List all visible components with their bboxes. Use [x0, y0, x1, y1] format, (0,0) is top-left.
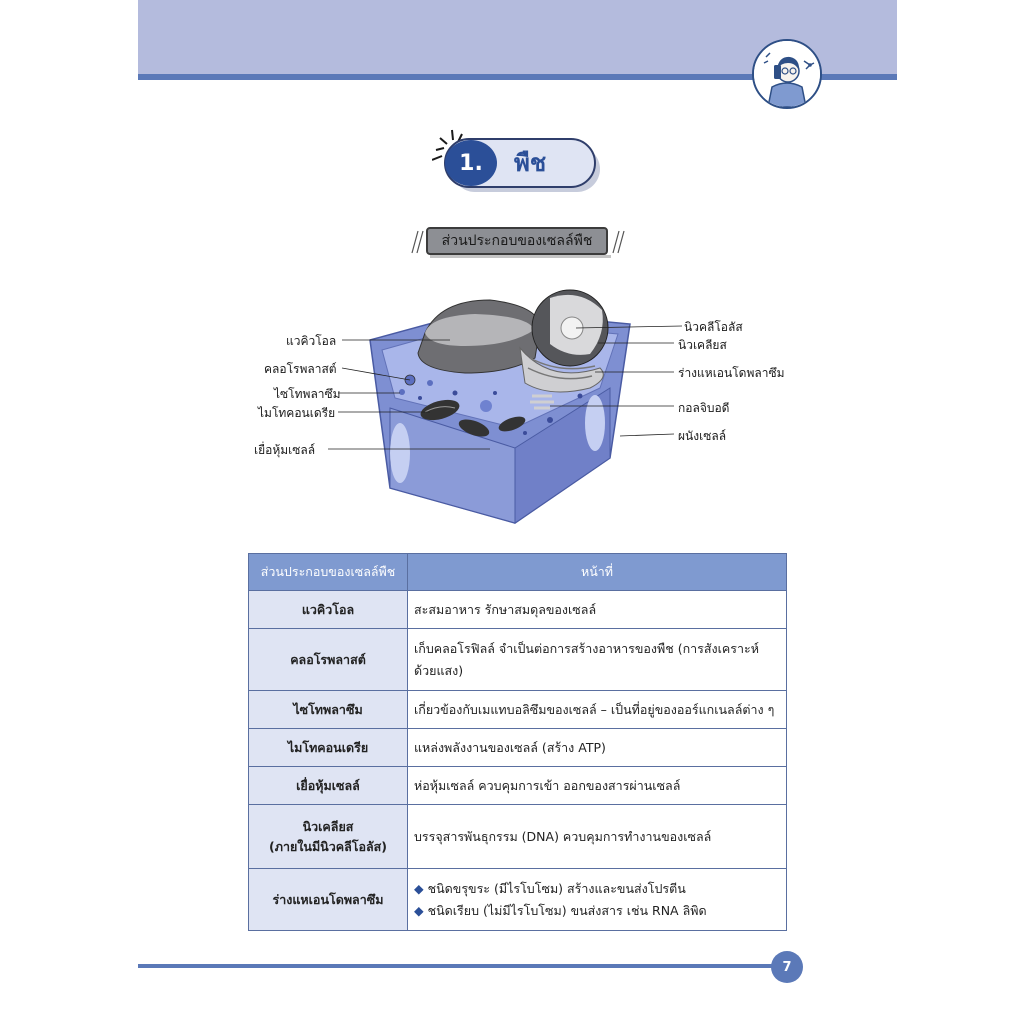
right-slashes-decoration [612, 230, 625, 254]
table-cell-part: เยื่อหุ้มเซลล์ [248, 766, 408, 805]
diamond-bullet-icon: ◆ [414, 881, 424, 897]
table-cell-function: แหล่งพลังงานของเซลล์ (สร้าง ATP) [407, 728, 787, 767]
label-er: ร่างแหเอนโดพลาซึม [678, 366, 785, 380]
cell-parts-table: ส่วนประกอบของเซลล์พืช หน้าที่ แวคิวโอล ส… [248, 553, 787, 931]
footer-rule [138, 964, 778, 968]
section-title: พืช [514, 149, 547, 177]
label-cytoplasm: ไซโทพลาซึม [274, 387, 341, 401]
table-header-row: ส่วนประกอบของเซลล์พืช หน้าที่ [248, 553, 787, 591]
table-cell-part: แวคิวโอล [248, 590, 408, 629]
subtitle-box: ส่วนประกอบของเซลล์พืช [426, 227, 611, 258]
page-number: 7 [771, 951, 803, 983]
label-nucleolus: นิวคลีโอลัส [684, 320, 743, 334]
label-nucleus: นิวเคลียส [678, 338, 727, 352]
table-row: ไมโทคอนเดรีย แหล่งพลังงานของเซลล์ (สร้าง… [248, 728, 787, 767]
table-row: แวคิวโอล สะสมอาหาร รักษาสมดุลของเซลล์ [248, 590, 787, 629]
diamond-bullet-icon: ◆ [414, 902, 424, 918]
table-row: ไซโทพลาซึม เกี่ยวข้องกับเมแทบอลิซึมของเซ… [248, 690, 787, 729]
table-cell-function: สะสมอาหาร รักษาสมดุลของเซลล์ [407, 590, 787, 629]
table-cell-part: ไซโทพลาซึม [248, 690, 408, 729]
label-golgi: กอลจิบอดี [678, 401, 730, 415]
part-name: นิวเคลียส [302, 818, 354, 834]
part-sub: (ภายในมีนิวคลีโอลัส) [269, 838, 387, 854]
plant-cell-diagram: แวคิวโอล คลอโรพลาสต์ ไซโทพลาซึม ไมโทคอนเ… [250, 288, 790, 543]
table-header-function: หน้าที่ [407, 553, 787, 591]
table-row: เยื่อหุ้มเซลล์ ห่อหุ้มเซลล์ ควบคุมการเข้… [248, 766, 787, 805]
table-cell-part: นิวเคลียส (ภายในมีนิวคลีโอลัส) [248, 804, 408, 869]
label-cell-wall: ผนังเซลล์ [678, 429, 727, 443]
table-cell-part: คลอโรพลาสต์ [248, 628, 408, 691]
table-cell-function: ◆ชนิดขรุขระ (มีไรโบโซม) สร้างและขนส่งโปร… [407, 868, 787, 931]
label-chloroplast: คลอโรพลาสต์ [264, 362, 337, 376]
table-cell-function: เกี่ยวข้องกับเมแทบอลิซึมของเซลล์ – เป็นท… [407, 690, 787, 729]
table-cell-part: ไมโทคอนเดรีย [248, 728, 408, 767]
section-number: 1. [445, 140, 497, 186]
header-rule [138, 74, 897, 80]
table-row: ร่างแหเอนโดพลาซึม ◆ชนิดขรุขระ (มีไรโบโซม… [248, 868, 787, 931]
list-item: ◆ชนิดเรียบ (ไม่มีไรโบโซม) ขนส่งสาร เช่น … [414, 902, 707, 918]
list-item: ◆ชนิดขรุขระ (มีไรโบโซม) สร้างและขนส่งโปร… [414, 881, 686, 897]
plant-cell-illustration [328, 289, 683, 524]
label-cell-membrane: เยื่อหุ้มเซลล์ [254, 443, 316, 457]
table-row: นิวเคลียส (ภายในมีนิวคลีโอลัส) บรรจุสารพ… [248, 804, 787, 869]
left-slashes-decoration [411, 230, 424, 254]
label-mitochondria: ไมโทคอนเดรีย [258, 406, 336, 420]
burst-icon [432, 129, 463, 161]
table-cell-function: เก็บคลอโรฟิลล์ จำเป็นต่อการสร้างอาหารของ… [407, 628, 787, 691]
table-row: คลอโรพลาสต์ เก็บคลอโรฟิลล์ จำเป็นต่อการส… [248, 628, 787, 691]
table-cell-function: ห่อหุ้มเซลล์ ควบคุมการเข้า ออกของสารผ่าน… [407, 766, 787, 805]
table-header-part: ส่วนประกอบของเซลล์พืช [248, 553, 408, 591]
table-cell-part: ร่างแหเอนโดพลาซึม [248, 868, 408, 931]
table-cell-function: บรรจุสารพันธุกรรม (DNA) ควบคุมการทำงานขอ… [407, 804, 787, 869]
label-vacuole: แวคิวโอล [286, 334, 337, 348]
scientist-avatar-icon [752, 39, 822, 109]
